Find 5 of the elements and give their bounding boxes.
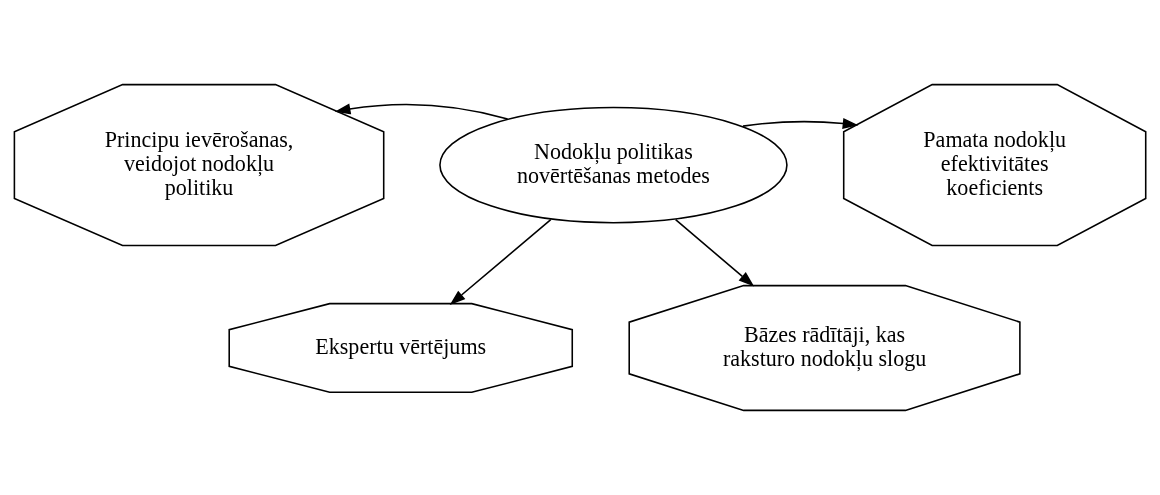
arrow	[674, 218, 755, 287]
node-ellipse: Nodokļu politikas novērtēšanas metodes	[439, 106, 788, 224]
arrow	[449, 218, 552, 306]
arrow	[742, 117, 859, 129]
arrow	[334, 103, 509, 120]
